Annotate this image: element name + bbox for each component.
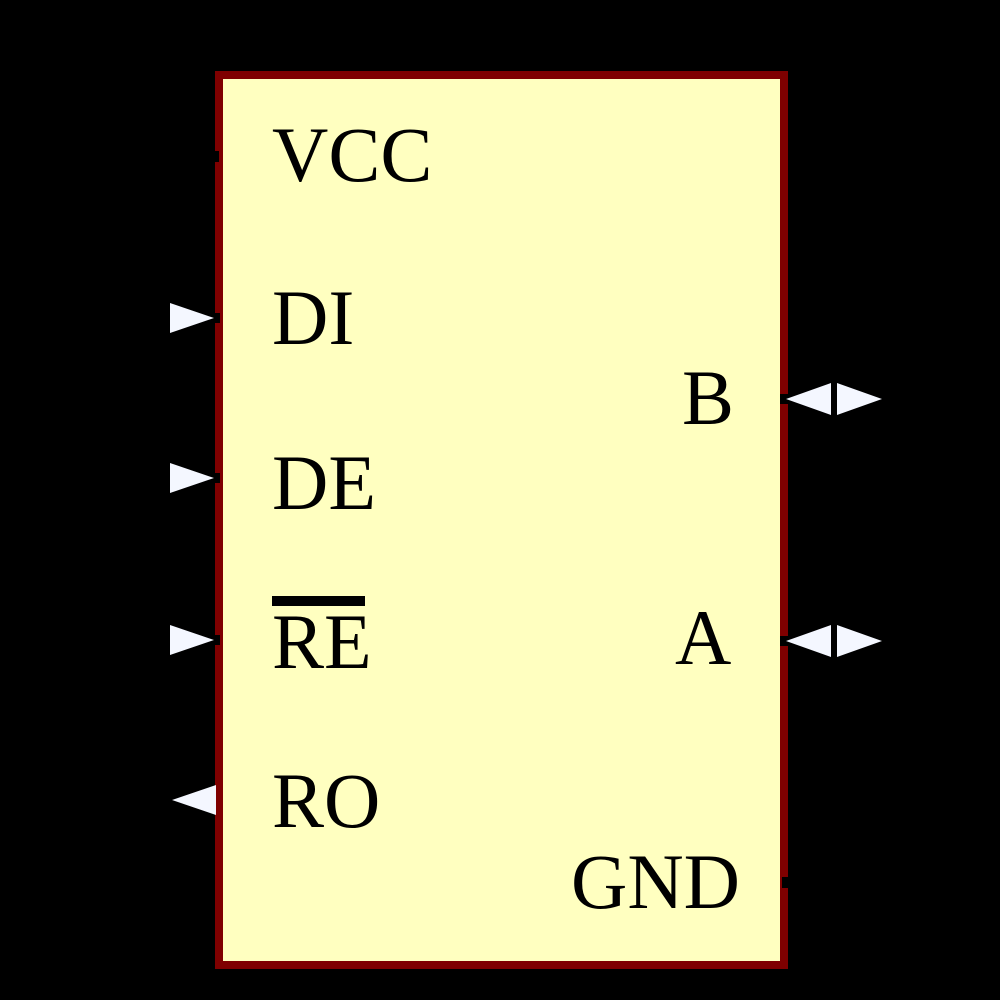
- pin-b-arrow-right-icon: [837, 383, 882, 415]
- pin-label-re: RE: [272, 598, 372, 685]
- pin-a-arrow-left-icon: [786, 625, 831, 657]
- pin-b-bidirectional-arrow-icon[interactable]: [786, 383, 882, 415]
- pin-di-stub[interactable]: [212, 313, 220, 323]
- pin-gnd-stub[interactable]: [782, 877, 791, 888]
- pin-label-ro: RO: [272, 757, 381, 844]
- pin-b-stub[interactable]: [780, 394, 788, 404]
- pin-b-arrow-left-icon: [786, 383, 831, 415]
- pin-vcc-stub[interactable]: [210, 151, 219, 162]
- pin-di-input-arrow-icon[interactable]: [170, 303, 214, 333]
- pin-re-overline: [272, 596, 365, 606]
- pin-re-stub[interactable]: [212, 635, 220, 645]
- pin-ro-output-arrow-icon[interactable]: [172, 785, 216, 815]
- pin-a-stub[interactable]: [780, 636, 788, 646]
- pin-label-b: B: [682, 354, 735, 441]
- pin-de-stub[interactable]: [212, 473, 220, 483]
- pin-a-bidirectional-arrow-icon[interactable]: [786, 625, 882, 657]
- pin-label-di: DI: [272, 274, 355, 361]
- pin-re-input-arrow-icon[interactable]: [170, 625, 214, 655]
- pin-label-a: A: [675, 594, 732, 681]
- pin-label-de: DE: [272, 439, 376, 526]
- pin-label-vcc: VCC: [272, 111, 433, 198]
- pin-de-input-arrow-icon[interactable]: [170, 463, 214, 493]
- pin-a-arrow-right-icon: [837, 625, 882, 657]
- pin-label-gnd: GND: [571, 838, 740, 925]
- ic-symbol-body[interactable]: [215, 71, 788, 969]
